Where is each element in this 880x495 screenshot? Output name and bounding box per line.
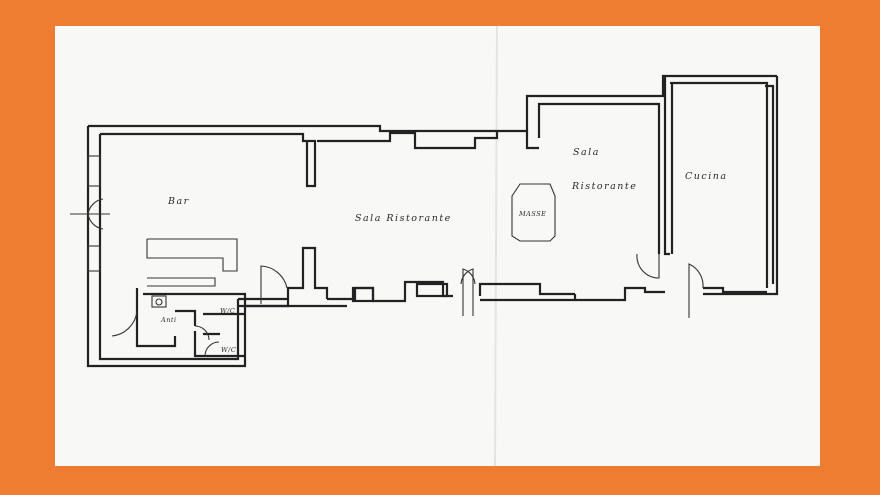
left-windows bbox=[70, 155, 110, 272]
center-table bbox=[511, 183, 556, 242]
bathrooms bbox=[111, 288, 247, 358]
floor-plan-sheet: Bar Sala Ristorante Sala Ristorante Cuci… bbox=[55, 26, 820, 466]
room-label-wc-upper: W/C bbox=[220, 307, 235, 315]
room-label-bar: Bar bbox=[167, 196, 190, 207]
room-label-ristorante: Ristorante bbox=[571, 181, 637, 192]
doors bbox=[260, 253, 704, 318]
bar-counter bbox=[146, 238, 238, 287]
room-label-cucina: Cucina bbox=[685, 171, 728, 182]
room-label-sala: Sala bbox=[573, 147, 600, 158]
floor-plan-drawing: Bar Sala Ristorante Sala Ristorante Cuci… bbox=[70, 26, 779, 466]
table-label: MASSE bbox=[518, 210, 546, 218]
room-label-wc-lower: W/C bbox=[221, 346, 236, 354]
outer-walls bbox=[86, 74, 779, 368]
room-label-anti: Anti bbox=[160, 316, 177, 324]
paper-fold bbox=[494, 26, 498, 466]
room-label-sala-ristorante: Sala Ristorante bbox=[355, 213, 452, 224]
